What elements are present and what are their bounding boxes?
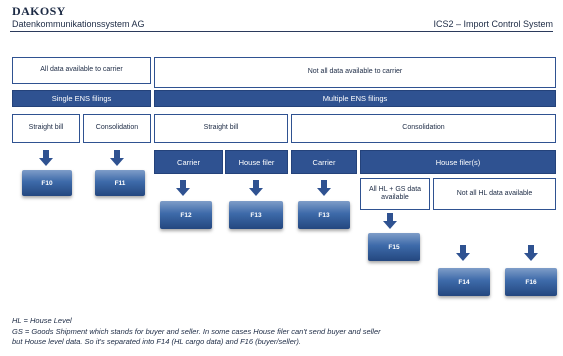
house-filer-label: House filer [225, 150, 288, 174]
arrow-down-icon [524, 245, 538, 261]
arrow-down-icon [317, 180, 331, 196]
header-divider [10, 31, 553, 32]
footer-note-hl: HL = House Level [12, 316, 72, 325]
form-f12: F12 [160, 201, 212, 229]
brand-logo: DAKOSY [12, 4, 66, 18]
single-ens-bar: Single ENS filings [12, 90, 151, 107]
multiple-ens-bar: Multiple ENS filings [154, 90, 556, 107]
form-f14: F14 [438, 268, 490, 296]
form-f13-second: F13 [298, 201, 350, 229]
arrow-down-icon [456, 245, 470, 261]
hl-gs-available-box: All HL + GS data available [360, 178, 430, 210]
form-f13: F13 [229, 201, 283, 229]
arrow-down-icon [249, 180, 263, 196]
arrow-down-icon [110, 150, 124, 166]
company-name: Datenkommunikationssystem AG [12, 19, 145, 29]
consolidation-box-1: Consolidation [83, 114, 151, 143]
all-data-box: All data available to carrier [12, 57, 151, 84]
system-title: ICS2 – Import Control System [433, 19, 553, 29]
form-f10: F10 [22, 170, 72, 196]
arrow-down-icon [176, 180, 190, 196]
form-f15: F15 [368, 233, 420, 261]
not-all-data-box: Not all data available to carrier [154, 57, 556, 88]
consolidation-box-2: Consolidation [291, 114, 556, 143]
not-all-hl-box: Not all HL data available [433, 178, 556, 210]
house-filers-label: House filer(s) [360, 150, 556, 174]
arrow-down-icon [39, 150, 53, 166]
arrow-down-icon [383, 213, 397, 229]
carrier-label-1: Carrier [154, 150, 223, 174]
straight-bill-box-1: Straight bill [12, 114, 80, 143]
footer-note-gs: GS = Goods Shipment which stands for buy… [12, 327, 381, 336]
form-f16: F16 [505, 268, 557, 296]
footer-note-split: but House level data. So it's separated … [12, 337, 301, 346]
carrier-label-2: Carrier [291, 150, 357, 174]
form-f11: F11 [95, 170, 145, 196]
straight-bill-box-2: Straight bill [154, 114, 288, 143]
